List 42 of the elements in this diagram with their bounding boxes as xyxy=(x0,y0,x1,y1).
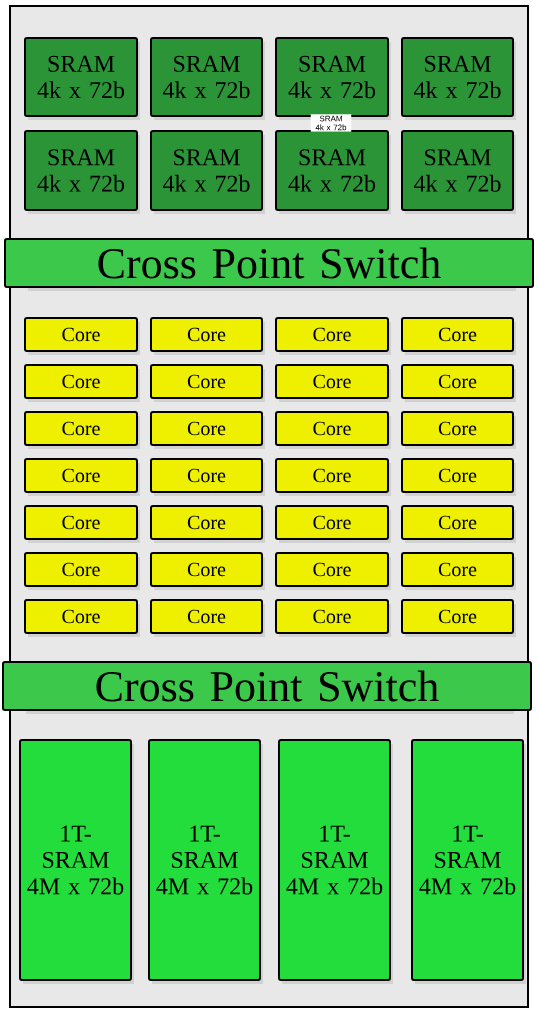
core-block: Core xyxy=(24,364,140,402)
sram-block: SRAM 4k x 72b xyxy=(150,37,265,120)
core-block: Core xyxy=(150,458,265,496)
core-block: Core xyxy=(401,505,516,543)
memory-block: 1T-SRAM 4M x 72b xyxy=(411,739,526,984)
sram-block: SRAM 4k x 72b xyxy=(401,37,516,120)
memory-block: 1T-SRAM 4M x 72b xyxy=(19,739,134,984)
core-block: Core xyxy=(275,552,391,590)
core-block: Core xyxy=(150,411,265,449)
core-block: Core xyxy=(275,505,391,543)
core-block: Core xyxy=(24,505,140,543)
core-block: Core xyxy=(24,317,140,355)
core-block: Core xyxy=(401,317,516,355)
core-block: Core xyxy=(401,364,516,402)
core-block: Core xyxy=(24,552,140,590)
core-block: Core xyxy=(150,552,265,590)
sram-block: SRAM 4k x 72b xyxy=(24,130,140,214)
switch-bar: Cross Point Switch xyxy=(2,661,532,714)
core-block: Core xyxy=(275,599,391,637)
core-block: Core xyxy=(150,599,265,637)
tag-label: SRAM 4k x 72b xyxy=(310,114,352,132)
core-block: Core xyxy=(150,505,265,543)
core-block: Core xyxy=(401,599,516,637)
sram-block: SRAM 4k x 72b xyxy=(24,37,140,120)
core-block: Core xyxy=(24,458,140,496)
core-block: Core xyxy=(275,317,391,355)
sram-block: SRAM 4k x 72b xyxy=(401,130,516,214)
core-block: Core xyxy=(24,599,140,637)
core-block: Core xyxy=(150,364,265,402)
memory-block: 1T-SRAM 4M x 72b xyxy=(278,739,393,984)
core-block: Core xyxy=(401,458,516,496)
core-block: Core xyxy=(275,364,391,402)
memory-block: 1T-SRAM 4M x 72b xyxy=(148,739,263,984)
switch-bar: Cross Point Switch xyxy=(4,238,534,291)
sram-block: SRAM 4k x 72b xyxy=(275,130,391,214)
core-block: Core xyxy=(275,458,391,496)
core-block: Core xyxy=(401,411,516,449)
core-block: Core xyxy=(150,317,265,355)
sram-block: SRAM 4k x 72b xyxy=(150,130,265,214)
core-block: Core xyxy=(401,552,516,590)
core-block: Core xyxy=(24,411,140,449)
core-block: Core xyxy=(275,411,391,449)
